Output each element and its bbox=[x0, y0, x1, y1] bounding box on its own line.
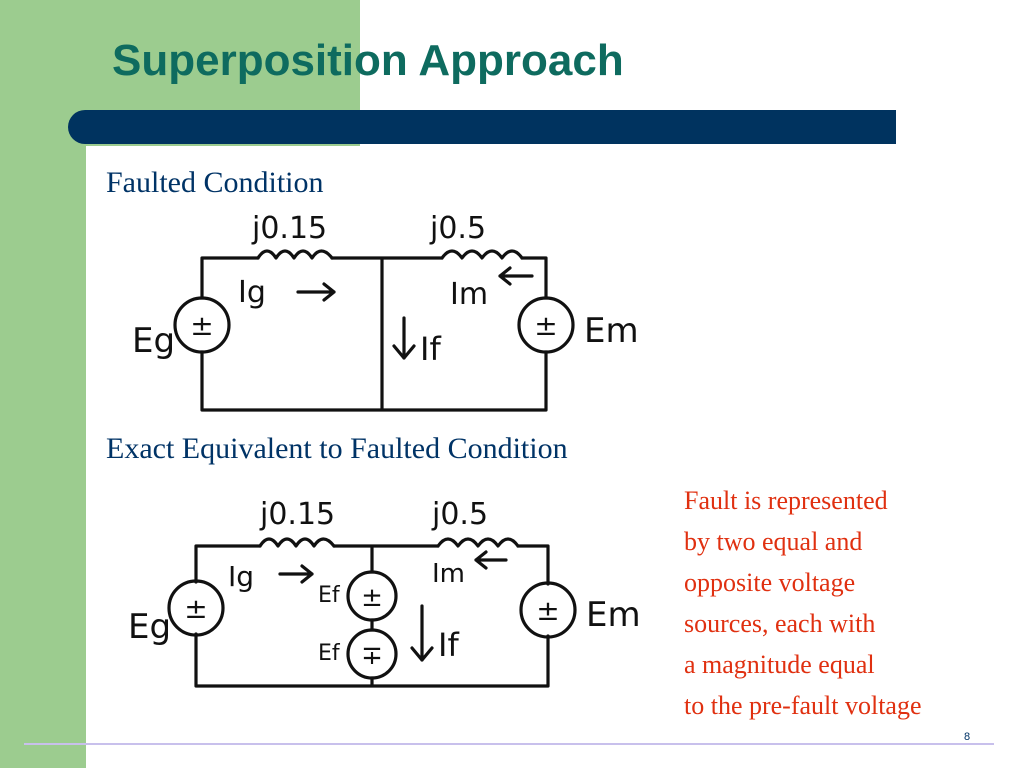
note-line: a magnitude equal bbox=[684, 650, 875, 679]
fault-source-bottom-circle bbox=[346, 628, 398, 680]
circuit-wires bbox=[194, 544, 550, 688]
fault-source-bottom-sign: ∓ bbox=[361, 641, 383, 671]
source-m-circle bbox=[519, 581, 577, 639]
impedance-left-label: j0.15 bbox=[251, 211, 327, 246]
source-g-circle bbox=[167, 579, 225, 637]
impedance-right-label: j0.5 bbox=[431, 497, 488, 532]
note-line: Fault is represented bbox=[684, 486, 888, 515]
source-m-label: Em bbox=[586, 595, 641, 635]
faulted-circuit-diagram: j0.15 j0.5 Ig Im ± Eg ± Em If bbox=[132, 211, 639, 412]
slide-title: Superposition Approach bbox=[112, 36, 624, 85]
current-f-arrow-icon bbox=[410, 604, 434, 662]
faulted-condition-heading: Faulted Condition bbox=[106, 166, 324, 199]
current-g-label: Ig bbox=[238, 275, 266, 310]
source-m-circle bbox=[517, 296, 575, 354]
fault-source-top-sign: ± bbox=[361, 583, 383, 613]
title-underline-bar bbox=[68, 110, 896, 144]
source-m-sign: ± bbox=[536, 594, 559, 627]
note-line: opposite voltage bbox=[684, 568, 856, 597]
source-g-label: Eg bbox=[132, 321, 175, 361]
circuit-wires bbox=[200, 256, 548, 412]
fault-source-top-circle bbox=[346, 570, 398, 622]
current-m-arrow-icon bbox=[498, 266, 534, 286]
current-m-label: Im bbox=[432, 559, 465, 589]
note-line: to the pre-fault voltage bbox=[684, 691, 922, 720]
source-g-sign: ± bbox=[190, 309, 213, 342]
fault-explanation-note: Fault is represented by two equal and op… bbox=[684, 480, 1014, 726]
current-g-label: Ig bbox=[228, 560, 254, 593]
current-f-label: If bbox=[438, 626, 459, 664]
impedance-left-label: j0.15 bbox=[259, 497, 335, 532]
impedance-right-label: j0.5 bbox=[429, 211, 486, 246]
source-g-label: Eg bbox=[128, 607, 171, 647]
inductor-left-coil bbox=[256, 249, 334, 260]
current-f-label: If bbox=[420, 330, 441, 368]
exact-equivalent-heading: Exact Equivalent to Faulted Condition bbox=[106, 432, 568, 465]
fault-source-top-label: Ef bbox=[318, 583, 341, 608]
footer-divider bbox=[24, 743, 994, 745]
equivalent-circuit-diagram: j0.15 j0.5 Ig Im ± Eg ± Ef ∓ Ef If ± Em bbox=[128, 497, 641, 688]
current-g-arrow-icon bbox=[278, 564, 314, 584]
note-line: sources, each with bbox=[684, 609, 876, 638]
content-panel bbox=[86, 146, 1024, 768]
source-g-sign: ± bbox=[184, 592, 207, 625]
source-g-circle bbox=[173, 296, 231, 354]
source-m-sign: ± bbox=[534, 309, 557, 342]
inductor-right-coil bbox=[436, 537, 520, 548]
current-f-arrow-icon bbox=[392, 316, 416, 360]
current-g-arrow-icon bbox=[296, 282, 336, 302]
page-number: 8 bbox=[964, 731, 971, 743]
inductor-right-coil bbox=[440, 249, 524, 260]
note-line: by two equal and bbox=[684, 527, 863, 556]
fault-source-bottom-label: Ef bbox=[318, 641, 341, 666]
source-m-label: Em bbox=[584, 311, 639, 351]
inductor-left-coil bbox=[258, 537, 336, 548]
current-m-arrow-icon bbox=[474, 550, 508, 570]
current-m-label: Im bbox=[450, 277, 488, 312]
